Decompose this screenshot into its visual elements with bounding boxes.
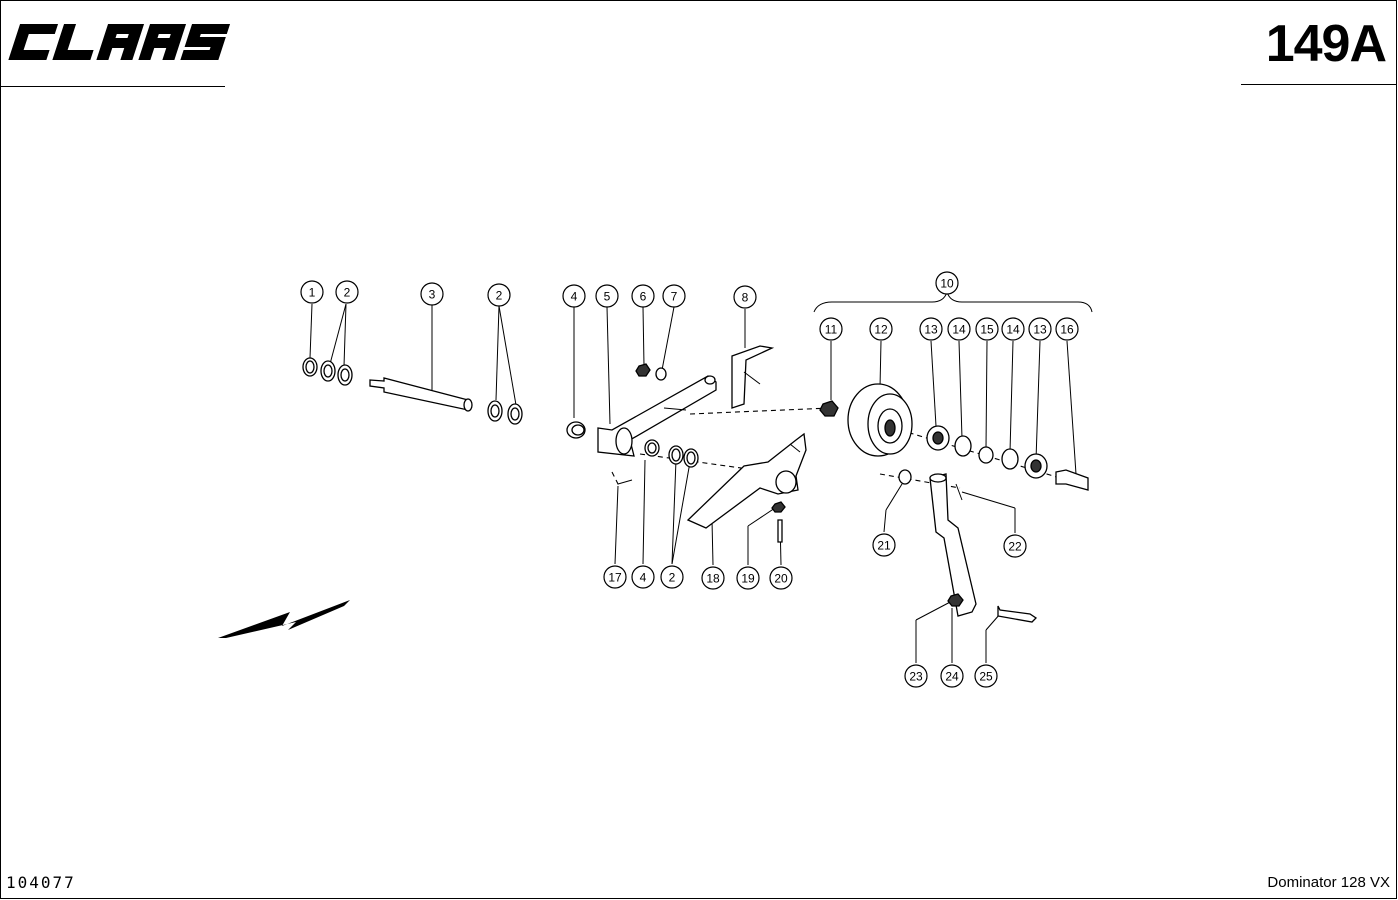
callout-c4a-label: 4	[571, 290, 578, 304]
callout-c13b-label: 13	[1033, 323, 1047, 337]
callout-c7: 7	[662, 284, 686, 308]
callout-c2c-label: 2	[669, 571, 676, 585]
callout-c2b-label: 2	[496, 289, 503, 303]
callout-c19-label: 19	[741, 572, 755, 586]
callout-c8: 8	[733, 285, 757, 309]
callout-c23: 23	[904, 664, 928, 688]
callout-c17-label: 17	[608, 571, 622, 585]
callout-c15: 15	[975, 317, 999, 341]
callout-c6-label: 6	[640, 290, 647, 304]
logo-underline	[0, 86, 225, 87]
callout-c14a-label: 14	[952, 323, 966, 337]
callout-c3: 3	[420, 282, 444, 306]
callout-c13b: 13	[1028, 317, 1052, 341]
callout-c1-label: 1	[309, 286, 316, 300]
callout-c2a: 2	[335, 280, 359, 304]
callout-c14b: 14	[1001, 317, 1025, 341]
callout-c24: 24	[940, 664, 964, 688]
callout-c4a: 4	[562, 284, 586, 308]
leader-lines	[309, 290, 1093, 663]
callout-c14b-label: 14	[1006, 323, 1020, 337]
callout-c14a: 14	[947, 317, 971, 341]
callout-c13a: 13	[919, 317, 943, 341]
callout-c25-label: 25	[979, 670, 993, 684]
callout-c17: 17	[603, 565, 627, 589]
callout-c8-label: 8	[742, 291, 749, 305]
callout-c19: 19	[736, 566, 760, 590]
page-number-underline	[1241, 84, 1397, 85]
callout-c16-label: 16	[1060, 323, 1074, 337]
callout-c25: 25	[974, 664, 998, 688]
claas-logo	[8, 24, 231, 60]
callout-c22: 22	[1003, 534, 1027, 558]
callout-c2a-label: 2	[344, 286, 351, 300]
page-number: 149A	[1265, 15, 1387, 73]
callout-c21-label: 21	[877, 539, 891, 553]
callout-c7-label: 7	[671, 290, 678, 304]
callout-c2c: 2	[660, 565, 684, 589]
callout-group-10-label: 10	[940, 277, 954, 291]
callout-c4b-label: 4	[640, 571, 647, 585]
callout-c5: 5	[595, 284, 619, 308]
callout-group-10: 10	[935, 271, 959, 295]
callout-c18-label: 18	[706, 572, 720, 586]
callout-c11-label: 11	[825, 323, 838, 337]
drawing-number: 104077	[6, 873, 76, 892]
callout-c13a-label: 13	[924, 323, 938, 337]
callout-c1: 1	[300, 280, 324, 304]
callout-c20-label: 20	[774, 572, 788, 586]
callout-c22-label: 22	[1008, 540, 1022, 554]
callout-c2b: 2	[487, 283, 511, 307]
callout-c23-label: 23	[909, 670, 923, 684]
callout-c6: 6	[631, 284, 655, 308]
callout-c3-label: 3	[429, 288, 436, 302]
callout-c11: 11	[819, 317, 843, 341]
callout-c12-label: 12	[874, 323, 888, 337]
callout-c5-label: 5	[604, 290, 611, 304]
callout-c24-label: 24	[945, 670, 959, 684]
callout-c12: 12	[869, 317, 893, 341]
callout-c15-label: 15	[980, 323, 994, 337]
parts	[218, 345, 1089, 638]
callout-c21: 21	[872, 533, 896, 557]
model-name: Dominator 128 VX	[1267, 874, 1390, 891]
callout-c4b: 4	[631, 565, 655, 589]
callout-c20: 20	[769, 566, 793, 590]
callout-c18: 18	[701, 566, 725, 590]
callout-c16: 16	[1055, 317, 1079, 341]
direction-arrow	[218, 600, 350, 638]
